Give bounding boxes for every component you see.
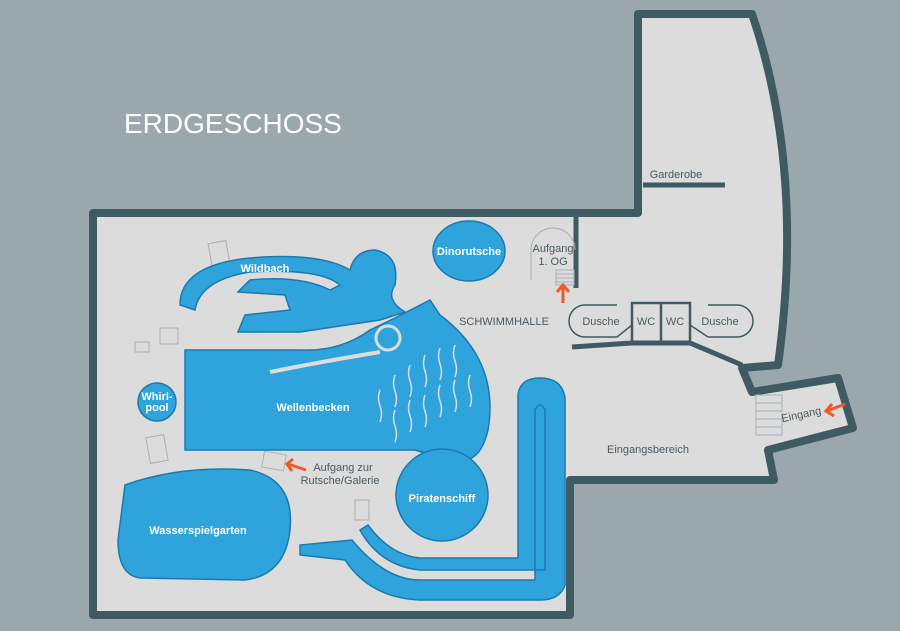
wildbach-pool bbox=[179, 249, 407, 333]
rutsche-slide bbox=[299, 377, 566, 601]
eingangsbereich-label: Eingangsbereich bbox=[607, 444, 689, 456]
eingang-stairs bbox=[755, 394, 783, 436]
dusche-right-outline bbox=[689, 304, 754, 338]
arrow-aufgang-og-icon bbox=[555, 282, 571, 303]
dinorutsche-label: Dinorutsche bbox=[437, 246, 501, 258]
arrow-eingang-icon bbox=[823, 402, 846, 418]
wc-right-label: WC bbox=[666, 316, 684, 328]
aufgang-rutsche-label-1: Aufgang zur bbox=[313, 462, 373, 474]
garderobe-label: Garderobe bbox=[650, 169, 703, 181]
whirlpool bbox=[137, 382, 177, 422]
dusche-left-outline bbox=[568, 304, 633, 338]
wave-marks bbox=[377, 344, 473, 443]
floor-title: ERDGESCHOSS bbox=[124, 108, 342, 139]
dusche-right-label: Dusche bbox=[701, 316, 738, 328]
dinorutsche-pool bbox=[432, 220, 506, 282]
whirlpool-label-2: pool bbox=[145, 402, 168, 414]
aufgang-og-label-2: 1. OG bbox=[538, 256, 567, 268]
piratenschiff-pool bbox=[395, 448, 489, 542]
wellenbecken-spiral bbox=[374, 324, 402, 352]
dusche-left-label: Dusche bbox=[582, 316, 619, 328]
aufgang-og-label-1: Aufgang bbox=[533, 243, 574, 255]
schwimmhalle-label: SCHWIMMHALLE bbox=[459, 316, 549, 328]
wasserspielgarten-label: Wasserspielgarten bbox=[149, 525, 247, 537]
aufgang-og-stairs bbox=[555, 269, 575, 286]
wellenbecken-label: Wellenbecken bbox=[276, 402, 349, 414]
wc-left-label: WC bbox=[637, 316, 655, 328]
building-outline bbox=[89, 10, 857, 619]
aufgang-rutsche-label-2: Rutsche/Galerie bbox=[301, 475, 380, 487]
wellenbecken-inlet bbox=[269, 350, 381, 374]
arrow-aufgang-rutsche-icon bbox=[284, 457, 307, 472]
whirlpool-label-1: Whirl- bbox=[141, 391, 172, 403]
aufgang-og-arc bbox=[530, 227, 576, 280]
wildbach-label: Wildbach bbox=[241, 263, 290, 275]
wasserspielgarten-pool bbox=[117, 468, 292, 581]
piratenschiff-label: Piratenschiff bbox=[409, 493, 476, 505]
